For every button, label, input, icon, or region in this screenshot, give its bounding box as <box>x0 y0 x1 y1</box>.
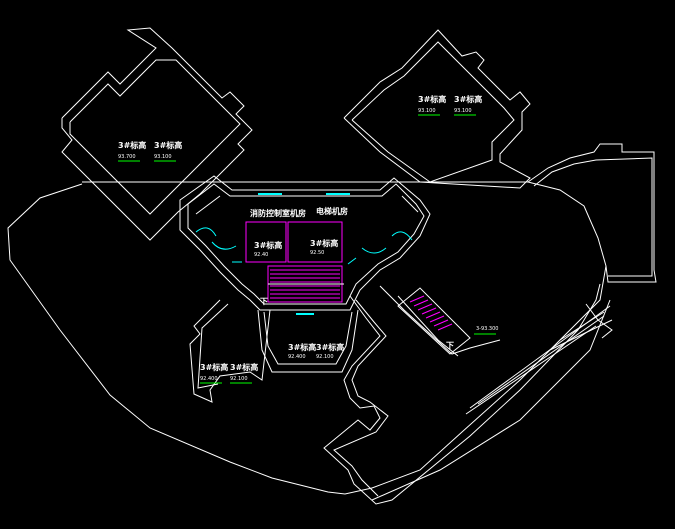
level-lc-a-val: 92.400 <box>288 354 306 360</box>
level-ll-a-val: 92.400 <box>200 376 218 382</box>
level-tr-b: 3#标高 <box>454 94 482 104</box>
level-ll-a: 3#标高 <box>200 362 228 372</box>
tower-top-left <box>61 27 253 241</box>
level-tl-a-val: 93.700 <box>118 154 136 160</box>
room-fire-pump <box>245 221 287 263</box>
wing-lower-right <box>323 283 613 505</box>
right-annex <box>527 143 657 283</box>
room-elevator-machine <box>287 221 343 263</box>
level-ll-b: 3#标高 <box>230 362 258 372</box>
stair-down-right: 下 <box>446 341 454 350</box>
level-lc-b: 3#标高 <box>316 342 344 352</box>
central-core <box>179 175 431 311</box>
level-tr-a-val: 93.100 <box>418 108 436 114</box>
level-tl-b-val: 93.100 <box>154 154 172 160</box>
lobby-lower-center <box>257 309 359 373</box>
level-lc-a: 3#标高 <box>288 342 316 352</box>
level-room-a: 3#标高 <box>254 240 282 250</box>
label-elevator-room: 电梯机房 <box>316 206 348 216</box>
level-room-a-val: 92.40 <box>254 252 268 258</box>
stair-block-right <box>397 287 471 355</box>
tower-top-right <box>343 29 531 189</box>
level-room-b: 3#标高 <box>310 238 338 248</box>
doors <box>195 227 413 265</box>
level-rs-a-val: 3-93.300 <box>476 326 498 332</box>
level-room-b-val: 92.50 <box>310 250 324 256</box>
stair-treads-right <box>409 295 453 331</box>
level-ll-b-val: 92.100 <box>230 376 248 382</box>
room-outlines <box>245 221 343 263</box>
level-tr-b-val: 93.100 <box>454 108 472 114</box>
stair-treads-center <box>267 265 343 303</box>
windows <box>258 193 350 315</box>
level-tl-a: 3#标高 <box>118 140 146 150</box>
stair-down-center: 下 <box>260 297 268 306</box>
label-fire-pump-room: 消防控制室机房 <box>250 208 306 218</box>
wing-lower-left <box>189 299 271 403</box>
level-lc-b-val: 92.100 <box>316 354 334 360</box>
level-tr-a: 3#标高 <box>418 94 446 104</box>
level-tl-b: 3#标高 <box>154 140 182 150</box>
